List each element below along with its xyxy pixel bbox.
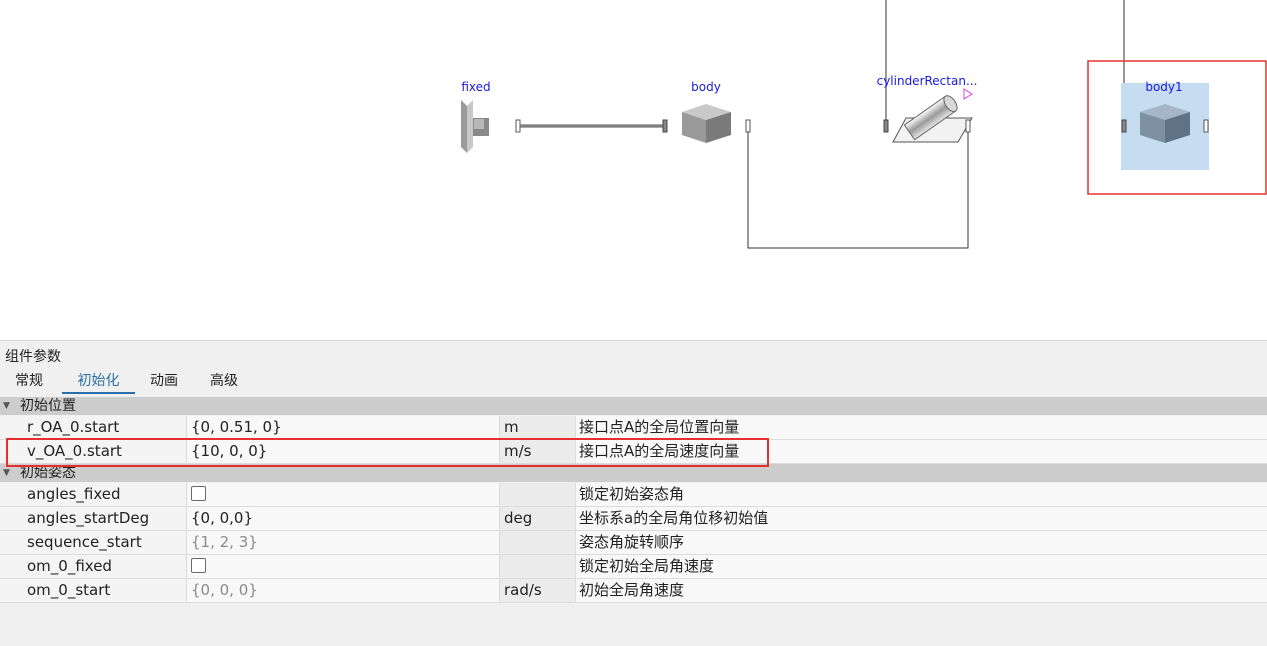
param-description: 锁定初始全局角速度 [575, 555, 1267, 578]
param-value-input[interactable]: {0, 0, 0} [186, 579, 499, 602]
param-unit [499, 483, 575, 506]
angles-fixed-checkbox[interactable] [191, 485, 206, 501]
param-description: 接口点A的全局速度向量 [575, 440, 1267, 463]
param-value-cell [186, 483, 499, 506]
om-0-fixed-checkbox[interactable] [191, 557, 206, 573]
param-description: 接口点A的全局位置向量 [575, 416, 1267, 439]
param-name: v_OA_0.start [27, 442, 122, 460]
param-unit[interactable]: m [499, 416, 575, 439]
param-row-sequence-start: sequence_start {1, 2, 3} 姿态角旋转顺序 [0, 531, 1267, 555]
param-name: sequence_start [27, 533, 142, 551]
fixed-label: fixed [461, 80, 490, 94]
param-unit[interactable]: m/s [499, 440, 575, 463]
param-value-input[interactable]: {0, 0.51, 0} [186, 416, 499, 439]
group-title: 初始姿态 [20, 465, 76, 481]
param-unit[interactable]: rad/s [499, 579, 575, 602]
param-value-input[interactable]: {0, 0,0} [186, 507, 499, 530]
panel-title: 组件参数 [5, 349, 61, 365]
wire-body-cylinder[interactable] [747, 132, 969, 249]
param-unit [499, 531, 575, 554]
param-row-v-oa-0-start: v_OA_0.start {10, 0, 0} m/s 接口点A的全局速度向量 [0, 440, 1267, 464]
tab-general[interactable]: 常规 [15, 373, 43, 389]
param-unit[interactable]: deg [499, 507, 575, 530]
param-name: angles_startDeg [27, 509, 150, 527]
param-name: angles_fixed [27, 485, 121, 503]
param-description: 姿态角旋转顺序 [575, 531, 1267, 554]
fixed-component[interactable]: fixed [461, 80, 521, 153]
tab-animation[interactable]: 动画 [150, 373, 178, 389]
collapse-triangle-icon[interactable]: ▼ [3, 401, 10, 411]
body-label: body [691, 80, 721, 94]
param-description: 坐标系a的全局角位移初始值 [575, 507, 1267, 530]
selection-highlight-box [1087, 60, 1267, 195]
body1-component[interactable]: body1 [1121, 80, 1209, 170]
body-component[interactable]: body [662, 80, 751, 143]
cylinder-component[interactable]: cylinderRectan... [877, 74, 978, 143]
param-unit [499, 555, 575, 578]
diagram-canvas[interactable]: fixed body cylinderRectan... [0, 0, 1267, 340]
param-description: 锁定初始姿态角 [575, 483, 1267, 506]
group-initial-position[interactable]: ▼ 初始位置 [0, 397, 1267, 415]
param-row-angles-fixed: angles_fixed 锁定初始姿态角 [0, 483, 1267, 507]
tab-advanced[interactable]: 高级 [210, 373, 238, 389]
param-row-angles-startdeg: angles_startDeg {0, 0,0} deg 坐标系a的全局角位移初… [0, 507, 1267, 531]
param-description: 初始全局角速度 [575, 579, 1267, 602]
collapse-triangle-icon[interactable]: ▼ [3, 468, 10, 478]
param-name: om_0_fixed [27, 557, 112, 575]
param-row-om-0-start: om_0_start {0, 0, 0} rad/s 初始全局角速度 [0, 579, 1267, 603]
model-diagram[interactable]: fixed body cylinderRectan... [0, 0, 1267, 340]
param-row-om-0-fixed: om_0_fixed 锁定初始全局角速度 [0, 555, 1267, 579]
component-parameters-panel: 组件参数 常规 初始化 动画 高级 ▼ 初始位置 r_OA_0.start {0… [0, 340, 1267, 646]
param-value-input[interactable]: {10, 0, 0} [186, 440, 499, 463]
param-value-input[interactable]: {1, 2, 3} [186, 531, 499, 554]
tab-initialization[interactable]: 初始化 [62, 369, 135, 394]
param-name: om_0_start [27, 581, 111, 599]
body1-label: body1 [1145, 80, 1182, 94]
group-title: 初始位置 [20, 398, 76, 414]
group-initial-attitude[interactable]: ▼ 初始姿态 [0, 464, 1267, 482]
param-name: r_OA_0.start [27, 418, 120, 436]
param-value-cell [186, 555, 499, 578]
param-row-r-oa-0-start: r_OA_0.start {0, 0.51, 0} m 接口点A的全局位置向量 [0, 416, 1267, 440]
cylinder-label: cylinderRectan... [877, 74, 978, 88]
